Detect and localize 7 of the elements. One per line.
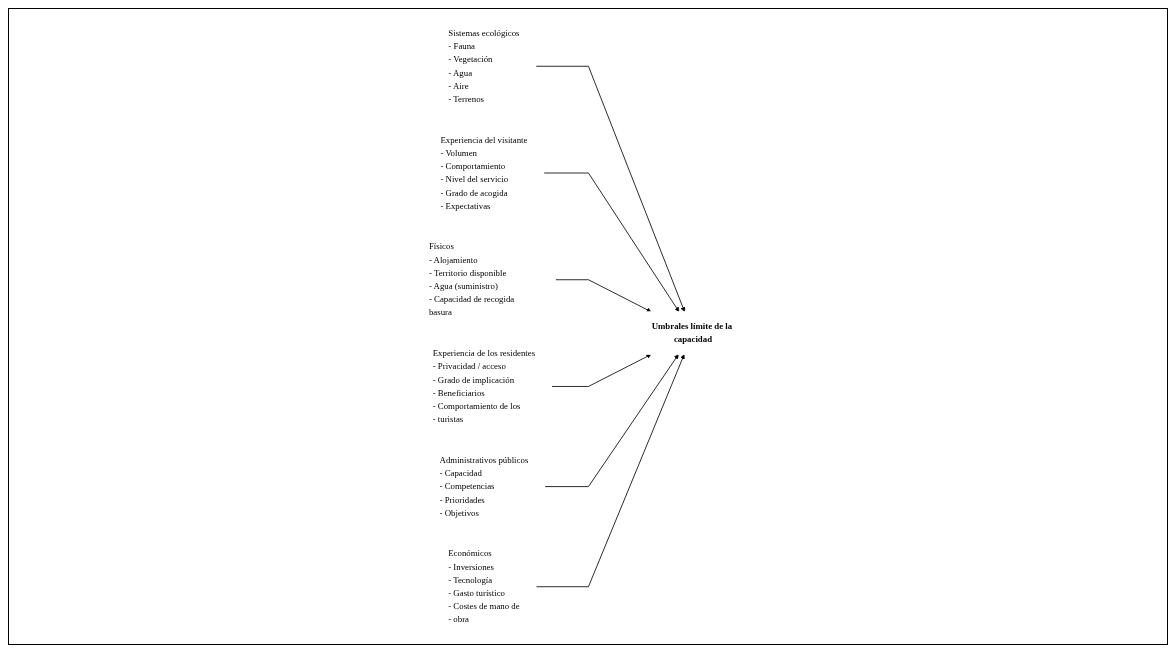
node-text: Sistemas ecológicos - Fauna - Vegetación - Agua - Aire - Terrenos [447, 28, 520, 104]
node-text: Experiencia del visitante - Volumen - Comportamiento - Nivel del servicio - Grado de acogida - Expectativas [439, 135, 527, 211]
node-text: Económicos - Inversiones - Tecnología - Gasto turístico - Costes de mano de - obra [447, 548, 520, 625]
node-text: Administrativos públicos - Capacidad - Competencias - Prioridades - Objetivos [439, 455, 528, 518]
node-text: Físicos - Alojamiento - Territorio disponible - Agua (suministro) - Capacidad de recogida basura [428, 241, 514, 318]
node-text: Umbrales límite de la capacidad [651, 321, 732, 345]
node-text: Experiencia de los residentes - Privacidad / acceso - Grado de implicación - Beneficiarios - Comportamiento de los - turistas [432, 348, 535, 424]
